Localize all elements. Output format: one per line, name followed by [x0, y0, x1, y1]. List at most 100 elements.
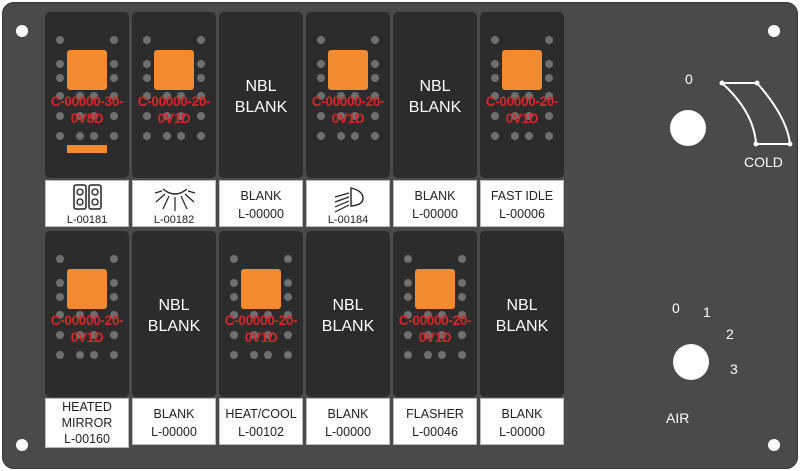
indicator-dot — [438, 311, 446, 319]
blank-text-line: NBL — [506, 297, 538, 314]
indicator-dot — [143, 132, 151, 140]
indicator-dot — [76, 331, 84, 339]
switch-label-7: HEATED MIRROR L-00160 — [45, 398, 129, 448]
indicator-dot — [404, 293, 412, 301]
indicator-dot — [163, 92, 171, 100]
indicator-dot — [545, 74, 553, 82]
indicator-dot — [110, 112, 118, 120]
label-name: BLANK — [414, 189, 456, 203]
part-code-line: C-00000-20- — [311, 94, 385, 109]
indicator-dot — [56, 74, 64, 82]
air-position-1: 1 — [703, 304, 711, 320]
rocker-switch-7[interactable]: C-00000-20-0V1D — [45, 231, 129, 397]
indicator-lens — [241, 269, 281, 309]
indicator-dot — [491, 60, 499, 68]
indicator-dot — [284, 293, 292, 301]
part-code-line: C-00000-20- — [137, 94, 211, 109]
rocker-switch-9[interactable]: C-00000-20-0V1D — [219, 231, 303, 397]
indicator-dot — [250, 331, 258, 339]
indicator-dot — [404, 279, 412, 287]
indicator-dot — [438, 331, 446, 339]
part-code-line: 0V1D — [157, 111, 191, 126]
blank-text-line: NBL — [158, 297, 190, 314]
indicator-dot — [351, 132, 359, 140]
indicator-dot — [56, 112, 64, 120]
blank-text-line: BLANK — [408, 99, 462, 116]
indicator-dot — [458, 311, 466, 319]
indicator-dot — [110, 60, 118, 68]
part-code-line: 0V8D — [70, 111, 104, 126]
air-position-3: 3 — [730, 361, 738, 377]
indicator-lens — [154, 50, 194, 90]
indicator-dot — [90, 331, 98, 339]
part-code: C-00000-20-0V1D — [219, 312, 303, 346]
indicator-dot — [250, 311, 258, 319]
mounting-hole — [768, 439, 780, 451]
indicator-dot — [371, 112, 379, 120]
dual-square-icon — [73, 184, 102, 210]
indicator-dot — [525, 112, 533, 120]
indicator-dot — [458, 255, 466, 263]
part-code-line: 0V1D — [70, 330, 104, 345]
switch-label-5: BLANK L-00000 — [393, 180, 477, 227]
rocker-switch-11[interactable]: C-00000-20-0V1D — [393, 231, 477, 397]
indicator-dot — [458, 331, 466, 339]
part-code-line: 0V1D — [505, 111, 539, 126]
rocker-switch-2[interactable]: C-00000-20- 0V1D — [132, 12, 216, 178]
indicator-dot — [230, 351, 238, 359]
indicator-dot — [337, 92, 345, 100]
indicator-dot — [76, 132, 84, 140]
indicator-dot — [317, 60, 325, 68]
air-position-2: 2 — [726, 326, 734, 342]
switch-label-11: FLASHER L-00046 — [393, 398, 477, 445]
rocker-switch-4[interactable]: C-00000-20-0V1D — [306, 12, 390, 178]
blank-text-line: BLANK — [234, 99, 288, 116]
indicator-dot — [284, 255, 292, 263]
indicator-dot — [76, 92, 84, 100]
indicator-dot — [230, 279, 238, 287]
indicator-dot — [110, 351, 118, 359]
indicator-dot — [56, 311, 64, 319]
indicator-dot — [110, 36, 118, 44]
indicator-dot — [317, 36, 325, 44]
part-code: C-00000-20-0V1D — [306, 93, 390, 127]
indicator-dot — [76, 112, 84, 120]
indicator-dot — [197, 60, 205, 68]
mounting-hole — [768, 25, 780, 37]
indicator-dot — [525, 132, 533, 140]
air-control-knob[interactable] — [673, 344, 709, 380]
indicator-dot — [511, 112, 519, 120]
indicator-dot — [491, 74, 499, 82]
indicator-dot — [371, 60, 379, 68]
part-code-line: C-00000-20- — [224, 313, 298, 328]
rocker-switch-1[interactable]: C-00000-30-0V8D — [45, 12, 129, 178]
switch-label-8: BLANK L-00000 — [132, 398, 216, 445]
indicator-dot — [143, 36, 151, 44]
rocker-switch-5[interactable]: NBL BLANK — [393, 12, 477, 178]
indicator-dot — [351, 92, 359, 100]
headlight-icon — [334, 187, 364, 213]
indicator-dot — [491, 112, 499, 120]
indicator-dot — [56, 92, 64, 100]
label-name: HEATED — [62, 400, 112, 414]
temp-control-knob[interactable] — [670, 110, 706, 146]
blank-text-line: NBL — [419, 78, 451, 95]
switch-label-4: L-00184 — [306, 180, 390, 227]
switch-label-12: BLANK L-00000 — [480, 398, 564, 445]
mounting-hole — [16, 439, 28, 451]
indicator-lens — [67, 50, 107, 90]
indicator-dot — [177, 112, 185, 120]
rocker-switch-6[interactable]: C-00000-20-0V1D — [480, 12, 564, 178]
indicator-dot — [371, 36, 379, 44]
switch-label-2: L-00182 — [132, 180, 216, 227]
label-name: FAST IDLE — [490, 189, 554, 203]
indicator-dot — [143, 74, 151, 82]
indicator-lens — [502, 50, 542, 90]
switch-label-9: HEAT/COOL L-00102 — [219, 398, 303, 445]
indicator-dot — [511, 132, 519, 140]
